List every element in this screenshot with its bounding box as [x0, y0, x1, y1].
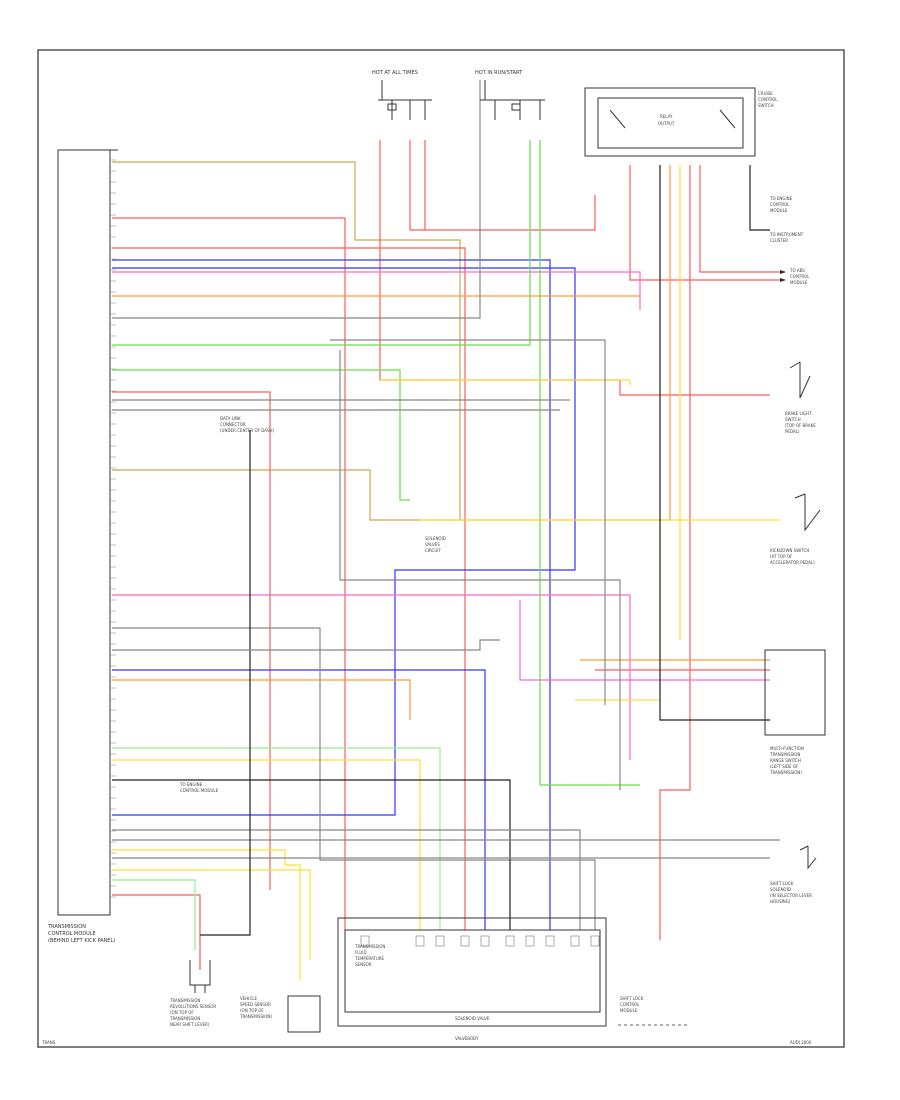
- valve-pin: [480, 935, 490, 947]
- fuse-note-label-2: CONTROL MODULE: [180, 788, 219, 793]
- brake-light-switch: [789, 361, 811, 399]
- cruise-label-1: CRUISE: [758, 91, 773, 96]
- valve-pin: [525, 935, 535, 947]
- data-link-label-2: CONNECTOR: [220, 422, 246, 427]
- brake-label-2: SWITCH: [785, 417, 801, 422]
- valve-label-2: FLUID: [355, 950, 367, 955]
- footer-left: TRANS: [41, 1040, 56, 1045]
- mfs-label-4: (LEFT SIDE OF: [770, 764, 799, 769]
- kickdown-switch: [794, 493, 821, 532]
- sls-label-4: HOUSING): [770, 899, 791, 904]
- valve-pin: [545, 935, 555, 947]
- brake-label-4: PEDAL): [785, 429, 800, 434]
- solenoid-circuit-label-1: SOLENOID: [425, 536, 446, 541]
- valve-pin: [505, 935, 515, 947]
- solenoid-circuit-label-2: VALVES: [425, 542, 440, 547]
- ssl-label-4: TRANSMISSION: [169, 1016, 200, 1021]
- valve-pin: [460, 935, 470, 947]
- data-link-label-1: DATA LINK: [220, 416, 241, 421]
- arrow-right-1: [780, 270, 786, 282]
- mfs-label-2: TRANSMISSION: [769, 752, 800, 757]
- relay-label-1: RELAY: [660, 114, 673, 119]
- tcm-label-line-3: (BEHIND LEFT KICK PANEL): [48, 938, 115, 944]
- fuse-block-left: [378, 80, 432, 120]
- multi-function-switch: [764, 649, 826, 736]
- kickdown-label-2: (AT TOP OF: [770, 554, 793, 559]
- relay-label-2: OUTPUT: [658, 121, 675, 126]
- data-link-label-3: (UNDER CENTER OF DASH): [220, 428, 274, 433]
- valve-pin: [415, 935, 425, 947]
- ssl-label-3: (ON TOP OF: [170, 1010, 194, 1015]
- valve-label-3: TEMPERATURE: [354, 956, 385, 961]
- ecm-label-1: TO ENGINE: [769, 196, 793, 201]
- hot-in-run-start-label: HOT IN RUN/START: [475, 70, 523, 76]
- valve-label-4: SENSOR: [355, 962, 372, 967]
- hot-at-all-times-label: HOT AT ALL TIMES: [372, 70, 418, 76]
- slm-label-2: CONTROL: [620, 1002, 640, 1007]
- tcm-label-line-1: TRANSMISSION: [47, 924, 86, 930]
- speed-sensor-right: [287, 995, 321, 1033]
- tcm-connector: [57, 149, 118, 916]
- shift-lock-solenoid: [799, 845, 817, 870]
- ecm-label-3: MODULE: [770, 208, 788, 213]
- sls-label-1: SHIFT LOCK: [770, 881, 794, 886]
- brake-label-3: (TOP OF BRAKE: [785, 423, 816, 428]
- ssr-label-2: SPEED SENSOR: [240, 1002, 271, 1007]
- speed-sensor-left: [189, 960, 211, 993]
- ssr-label-4: TRANSMISSION): [239, 1014, 272, 1019]
- valve-caption: VALVEBODY: [455, 1036, 479, 1041]
- sensor-label-2: CONTROL: [790, 274, 810, 279]
- footer-right: AUDI 2000: [790, 1040, 812, 1045]
- ssr-label-1: VEHICLE: [240, 996, 257, 1001]
- solenoid-valve-block: [337, 917, 607, 1027]
- brake-label-1: BRAKE LIGHT: [785, 411, 812, 416]
- kickdown-label-3: ACCELERATOR PEDAL): [770, 560, 815, 565]
- valve-pin: [360, 935, 370, 947]
- sls-label-2: SOLENOID: [770, 887, 791, 892]
- slm-label-1: SHIFT LOCK: [620, 996, 644, 1001]
- ssl-label-1: TRANSMISSION: [169, 998, 200, 1003]
- ssl-label-2: REVOLUTIONS SENSOR: [170, 1004, 216, 1009]
- sensor-label-3: MODULE: [790, 280, 808, 285]
- kickdown-label-1: KICKDOWN SWITCH: [770, 548, 809, 553]
- instrument-label-1: TO INSTRUMENT: [769, 232, 804, 237]
- relay-output-box: RELAY OUTPUT: [584, 87, 756, 157]
- mfs-label-3: RANGE SWITCH: [770, 758, 801, 763]
- mfs-label-1: MULTI-FUNCTION: [770, 746, 804, 751]
- cruise-label-2: CONTROL: [758, 97, 778, 102]
- sls-label-3: (IN SELECTOR LEVER: [770, 893, 812, 898]
- valve-label-1: TRANSMISSION: [354, 944, 385, 949]
- tcm-label-line-2: CONTROL MODULE: [48, 931, 96, 937]
- instrument-label-2: CLUSTER: [770, 238, 788, 243]
- solenoid-circuit-label-3: CIRCUIT: [425, 548, 441, 553]
- fuse-note-label-1: TO ENGINE: [179, 782, 203, 787]
- valve-pin: [435, 935, 445, 947]
- slm-label-3: MODULE: [620, 1008, 638, 1013]
- ssl-label-5: NEAR SHIFT LEVER): [170, 1022, 210, 1027]
- ssr-label-3: (ON TOP OF: [240, 1008, 264, 1013]
- sensor-label-1: TO ABS: [789, 268, 805, 273]
- wire-group: [112, 80, 785, 980]
- cruise-label-3: SWITCH: [758, 103, 774, 108]
- valve-pin: [590, 935, 600, 947]
- valve-pin: [570, 935, 580, 947]
- ecm-label-2: CONTROL: [770, 202, 790, 207]
- valve-bottom-label: SOLENOID VALVE: [455, 1016, 490, 1021]
- diagram-frame: [37, 49, 845, 1048]
- fuse-block-right: [480, 80, 545, 120]
- mfs-label-5: TRANSMISSION): [769, 770, 802, 775]
